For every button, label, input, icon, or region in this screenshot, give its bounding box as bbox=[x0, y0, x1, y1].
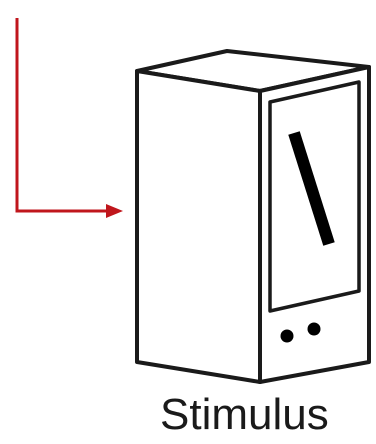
device-button-left bbox=[280, 329, 294, 343]
arrow-head bbox=[106, 204, 123, 218]
oriented-bar bbox=[288, 131, 335, 246]
device-side-face bbox=[135, 69, 262, 384]
input-arrow-icon bbox=[15, 18, 123, 218]
stimulus-monitor-icon bbox=[135, 49, 371, 384]
arrow-line bbox=[15, 18, 110, 213]
stimulus-label: Stimulus bbox=[160, 390, 329, 439]
device-button-right bbox=[307, 322, 321, 336]
